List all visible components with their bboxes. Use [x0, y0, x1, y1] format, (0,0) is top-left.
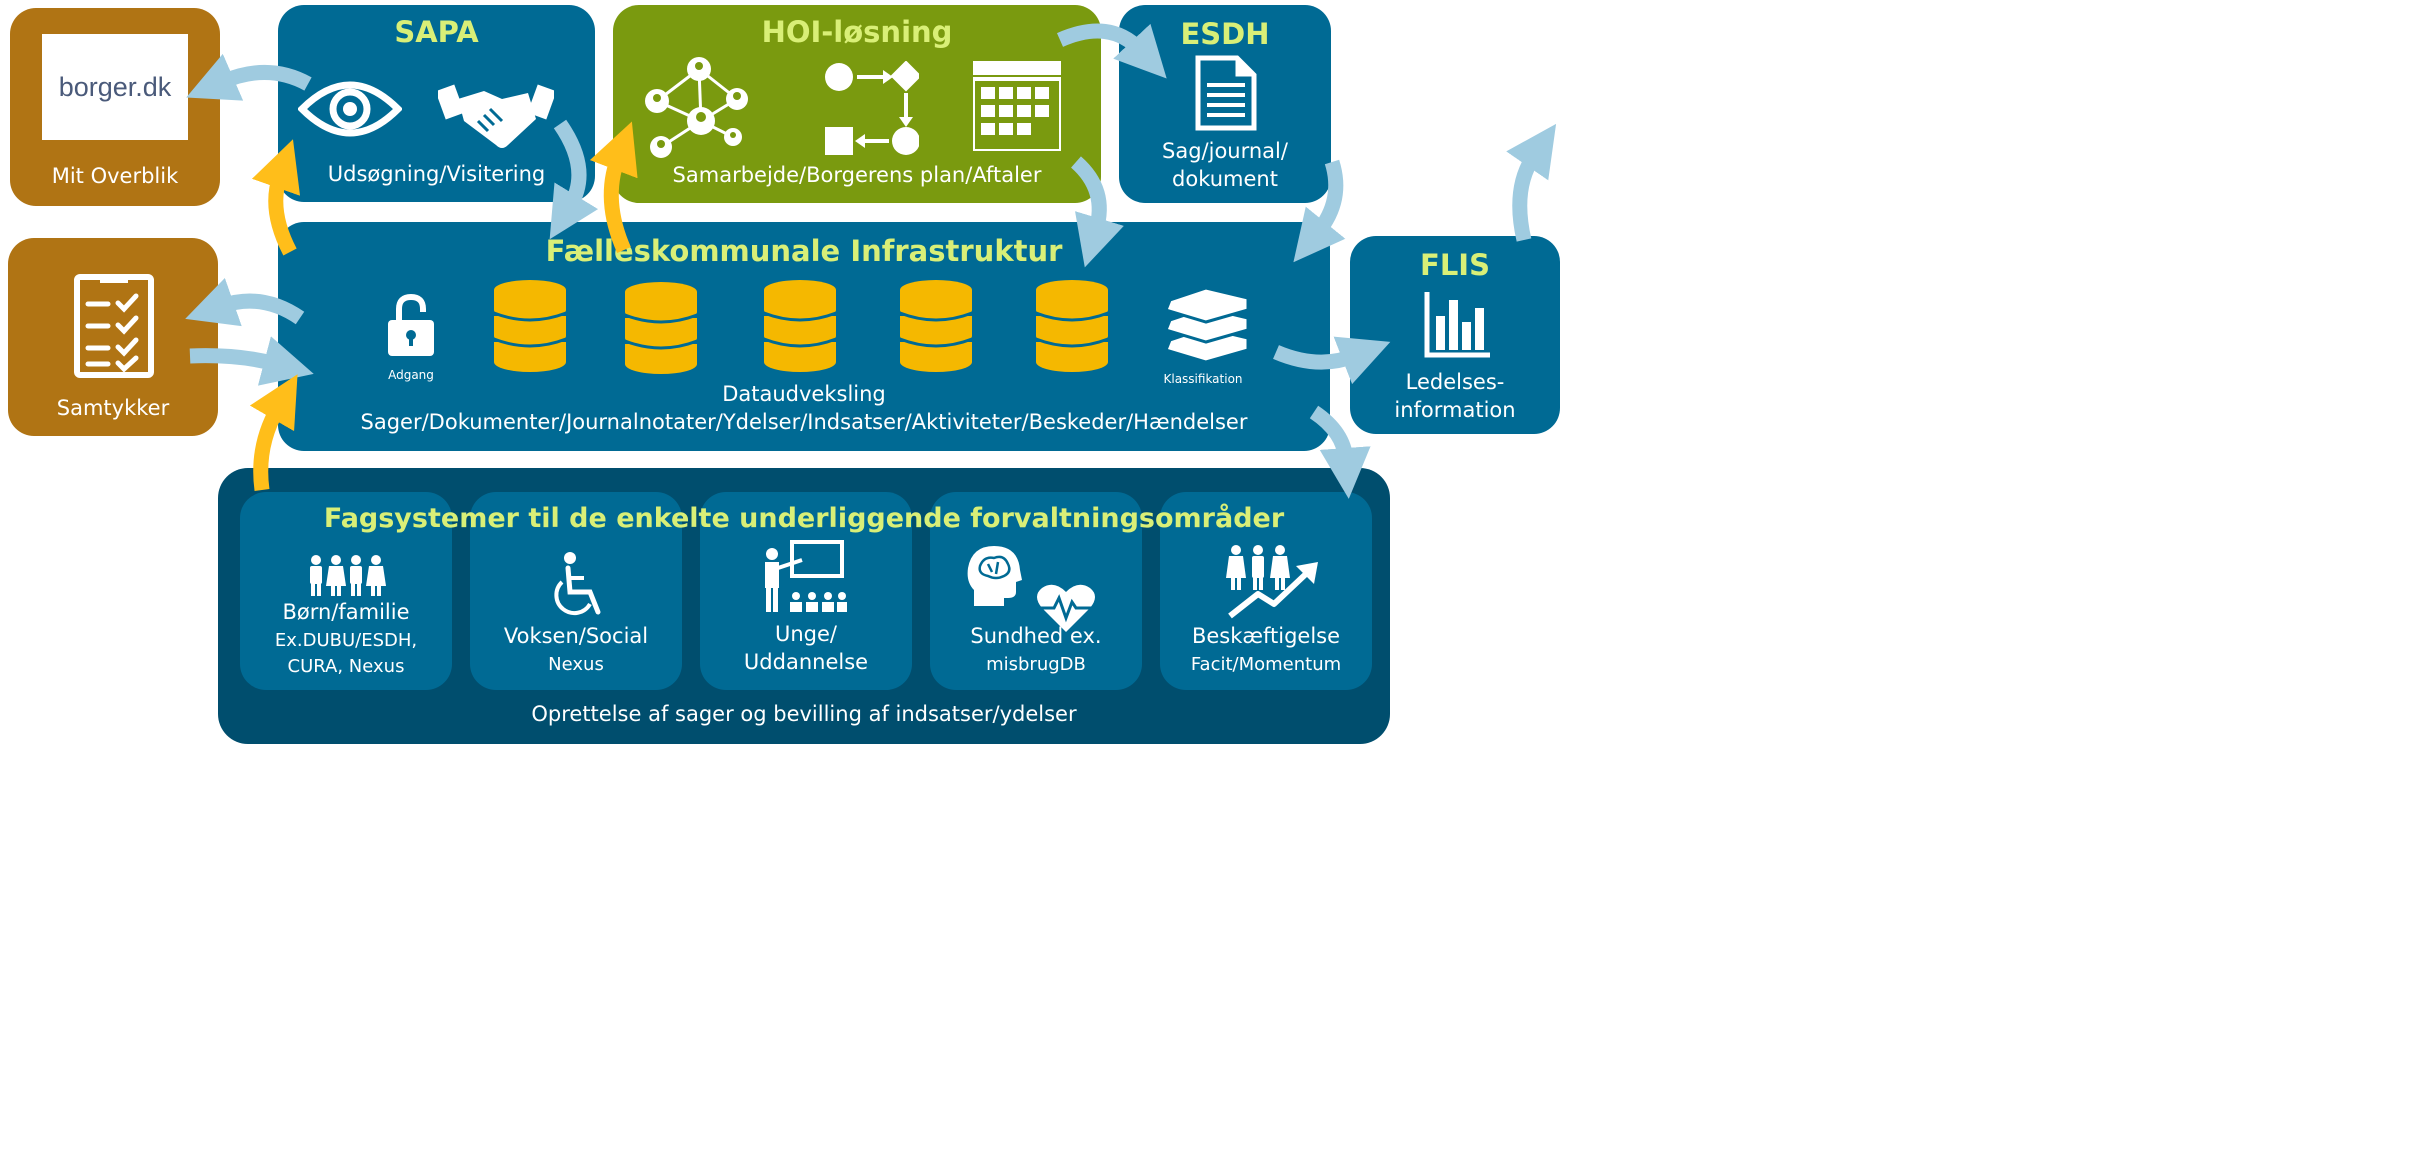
esdh-title: ESDH [1180, 17, 1270, 51]
fag-box-voksen-line1: Voksen/Social [503, 624, 649, 648]
samtykker-box: Samtykker [8, 238, 218, 436]
checklist-icon [74, 274, 154, 378]
fag-box-born-line1: Børn/familie [282, 600, 410, 624]
fagsystemer-footer: Oprettelse af sager og bevilling af inds… [531, 702, 1077, 726]
klassifikation-label: Klassifikation [1163, 372, 1243, 386]
arrow-hoi-to-infra [1070, 156, 1124, 268]
handshake-icon [438, 84, 554, 148]
network-people-icon [645, 57, 748, 158]
fag-box-beskaeftigelse-line2: Facit/Momentum [1190, 654, 1342, 675]
borger-box: borger.dk Mit Overblik [10, 8, 220, 206]
dataudveksling-label: Dataudveksling [722, 382, 886, 406]
arrow-sapa-to-infra [549, 119, 599, 240]
fag-box-unge-line2: Uddannelse [743, 650, 869, 674]
esdh-caption-line1: Sag/journal/ [1162, 139, 1288, 163]
flis-caption-line2: information [1394, 398, 1516, 422]
fag-box-sundhed-line2: misbrugDB [986, 654, 1086, 675]
fag-box-sundhed: Sundhed ex. misbrugDB [930, 492, 1142, 690]
eye-icon [298, 81, 402, 137]
database-icon [493, 280, 567, 372]
document-icon [1195, 55, 1257, 131]
fag-box-unge-uddannelse: Unge/ Uddannelse [700, 492, 912, 690]
fag-box-sundhed-line1: Sundhed ex. [970, 624, 1102, 648]
hoi-box: HOI-løsning [613, 5, 1101, 203]
wheelchair-icon [554, 552, 601, 616]
sapa-box: SAPA Udsøgning/Visitering [278, 5, 595, 202]
infrastructure-box: Fælleskommunale Infrastruktur Adgang [278, 222, 1330, 451]
heart-pulse-icon [1037, 584, 1095, 632]
hoi-title: HOI-løsning [761, 15, 953, 49]
fag-box-born-familie: Børn/familie Ex.DUBU/ESDH, CURA, Nexus [240, 492, 452, 690]
fag-box-unge-line1: Unge/ [774, 622, 837, 646]
process-flow-icon [825, 61, 919, 155]
bar-chart-icon [1424, 292, 1490, 358]
arrow-infra-to-flis [1273, 336, 1391, 385]
fag-box-beskaeftigelse-line1: Beskæftigelse [1191, 624, 1341, 648]
arrow-infra-to-samtykker [185, 277, 305, 327]
sapa-caption: Udsøgning/Visitering [327, 162, 546, 186]
database-icon [763, 280, 837, 372]
arrow-yellow-infra-to-hoi [589, 121, 638, 254]
fag-box-beskaeftigelse: Beskæftigelse Facit/Momentum [1160, 492, 1372, 690]
calendar-icon [973, 61, 1061, 151]
padlock-icon [388, 294, 434, 356]
arrow-esdh-to-flis [1293, 159, 1346, 263]
infrastructure-title: Fælleskommunale Infrastruktur [545, 234, 1063, 268]
fag-box-voksen-line2: Nexus [548, 654, 604, 675]
adgang-label: Adgang [388, 368, 434, 382]
database-icon [1035, 280, 1109, 372]
fag-box-voksen-social: Voksen/Social Nexus [470, 492, 682, 690]
arrow-yellow-fag-to-infra [249, 374, 298, 492]
arrow-hoi-to-esdh [1056, 23, 1167, 79]
flis-box: FLIS Ledelses- information [1350, 236, 1560, 434]
sapa-title: SAPA [394, 15, 479, 49]
books-icon [1163, 288, 1250, 362]
employment-growth-icon [1226, 545, 1318, 619]
borger-logo-text: borger.dk [58, 72, 172, 102]
database-icon [899, 280, 973, 372]
fagsystemer-title: Fagsystemer til de enkelte underliggende… [323, 503, 1285, 534]
flis-title: FLIS [1420, 248, 1490, 282]
flow-arrows [185, 23, 1557, 499]
arrow-yellow-infra-to-sapa [251, 139, 301, 256]
borger-caption: Mit Overblik [51, 164, 179, 188]
hoi-caption: Samarbejde/Borgerens plan/Aftaler [672, 163, 1042, 187]
brain-head-icon [967, 546, 1022, 606]
fag-box-born-line2: Ex.DUBU/ESDH, [274, 630, 418, 651]
family-icon [310, 555, 386, 596]
flis-caption-line1: Ledelses- [1405, 370, 1505, 394]
database-icon [624, 282, 698, 374]
arrow-infra-to-fagsystemer [1309, 405, 1371, 499]
borger-logo[interactable]: borger.dk [42, 34, 188, 140]
arrow-flis-out [1506, 123, 1557, 242]
samtykker-caption: Samtykker [56, 396, 170, 420]
arrow-samtykker-to-infra [189, 336, 314, 386]
esdh-caption-line2: dokument [1172, 167, 1278, 191]
infrastructure-items: Sager/Dokumenter/Journalnotater/Ydelser/… [360, 410, 1248, 434]
teacher-icon [765, 540, 847, 612]
arrow-sapa-to-borger [186, 53, 312, 101]
fag-box-born-line3: CURA, Nexus [287, 656, 405, 677]
